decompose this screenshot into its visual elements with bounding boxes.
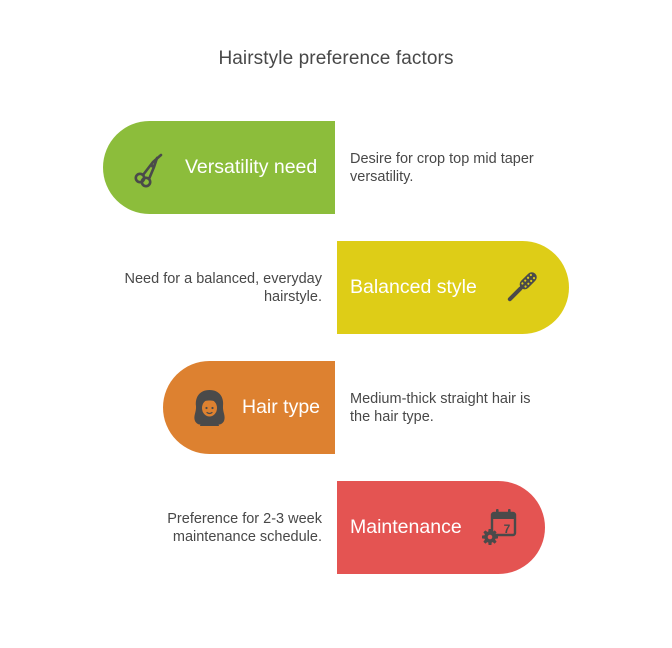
description-line: Desire for crop top mid taper [350, 151, 534, 167]
factor-description-hair-type: Medium-thick straight hair is the hair t… [350, 390, 570, 426]
scissors-icon [127, 145, 172, 190]
calendar-number: 7 [504, 522, 511, 536]
factor-label: Hair type [242, 396, 321, 418]
calendar-gear-icon: 7 [477, 505, 522, 550]
factor-label: Balanced style [350, 276, 477, 298]
factor-description-versatility-need: Desire for crop top mid taper versatilit… [350, 150, 580, 186]
description-line: Need for a balanced, everyday [124, 271, 323, 287]
factor-label: Maintenance [350, 516, 462, 538]
description-line: the hair type. [350, 409, 434, 425]
person-hair-icon [187, 385, 232, 430]
factor-pill-versatility-need: Versatility need [103, 121, 335, 214]
description-line: hairstyle. [263, 289, 322, 305]
diagram-title: Hairstyle preference factors [218, 48, 454, 69]
factor-label: Versatility need [185, 156, 318, 178]
factor-description-balanced-style: Need for a balanced, everyday hairstyle. [90, 270, 323, 306]
description-line: Preference for 2-3 week [167, 511, 322, 527]
hairbrush-icon [499, 265, 544, 310]
factor-pill-hair-type: Hair type [163, 361, 335, 454]
factor-description-maintenance: Preference for 2-3 week maintenance sche… [110, 510, 322, 546]
description-line: versatility. [350, 169, 414, 185]
factor-pill-balanced-style: Balanced style [337, 241, 569, 334]
description-line: Medium-thick straight hair is [350, 391, 531, 407]
factor-pill-maintenance: Maintenance 7 [337, 481, 545, 574]
description-line: maintenance schedule. [172, 529, 322, 545]
